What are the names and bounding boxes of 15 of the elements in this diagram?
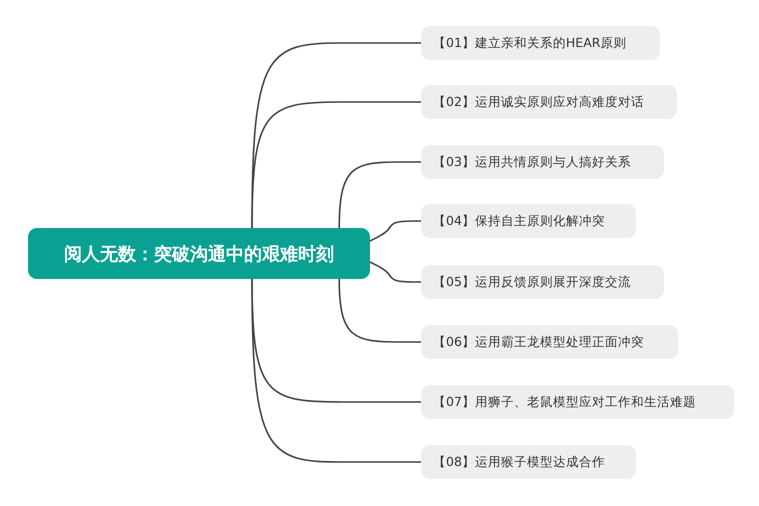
connector-line xyxy=(251,279,421,463)
topic-box: 【08】运用猴子模型达成合作 xyxy=(421,445,636,479)
topic-box: 【02】运用诚实原则应对高难度对话 xyxy=(421,85,677,119)
central-topic-box: 阅人无数：突破沟通中的艰难时刻 xyxy=(28,228,370,279)
connector-line xyxy=(338,278,421,343)
topic-box: 【04】保持自主原则化解冲突 xyxy=(421,204,636,238)
connector-line xyxy=(338,161,421,228)
topic-box: 【05】运用反馈原则展开深度交流 xyxy=(421,265,664,299)
topic-box: 【01】建立亲和关系的HEAR原则 xyxy=(421,26,660,60)
connector-line xyxy=(251,101,421,228)
connector-line xyxy=(370,220,421,242)
topic-box: 【07】用狮子、老鼠模型应对工作和生活难题 xyxy=(421,385,734,419)
connector-line xyxy=(370,261,421,283)
topic-box: 【06】运用霸王龙模型处理正面冲突 xyxy=(421,325,678,359)
topic-box: 【03】运用共情原则与人搞好关系 xyxy=(421,145,664,179)
